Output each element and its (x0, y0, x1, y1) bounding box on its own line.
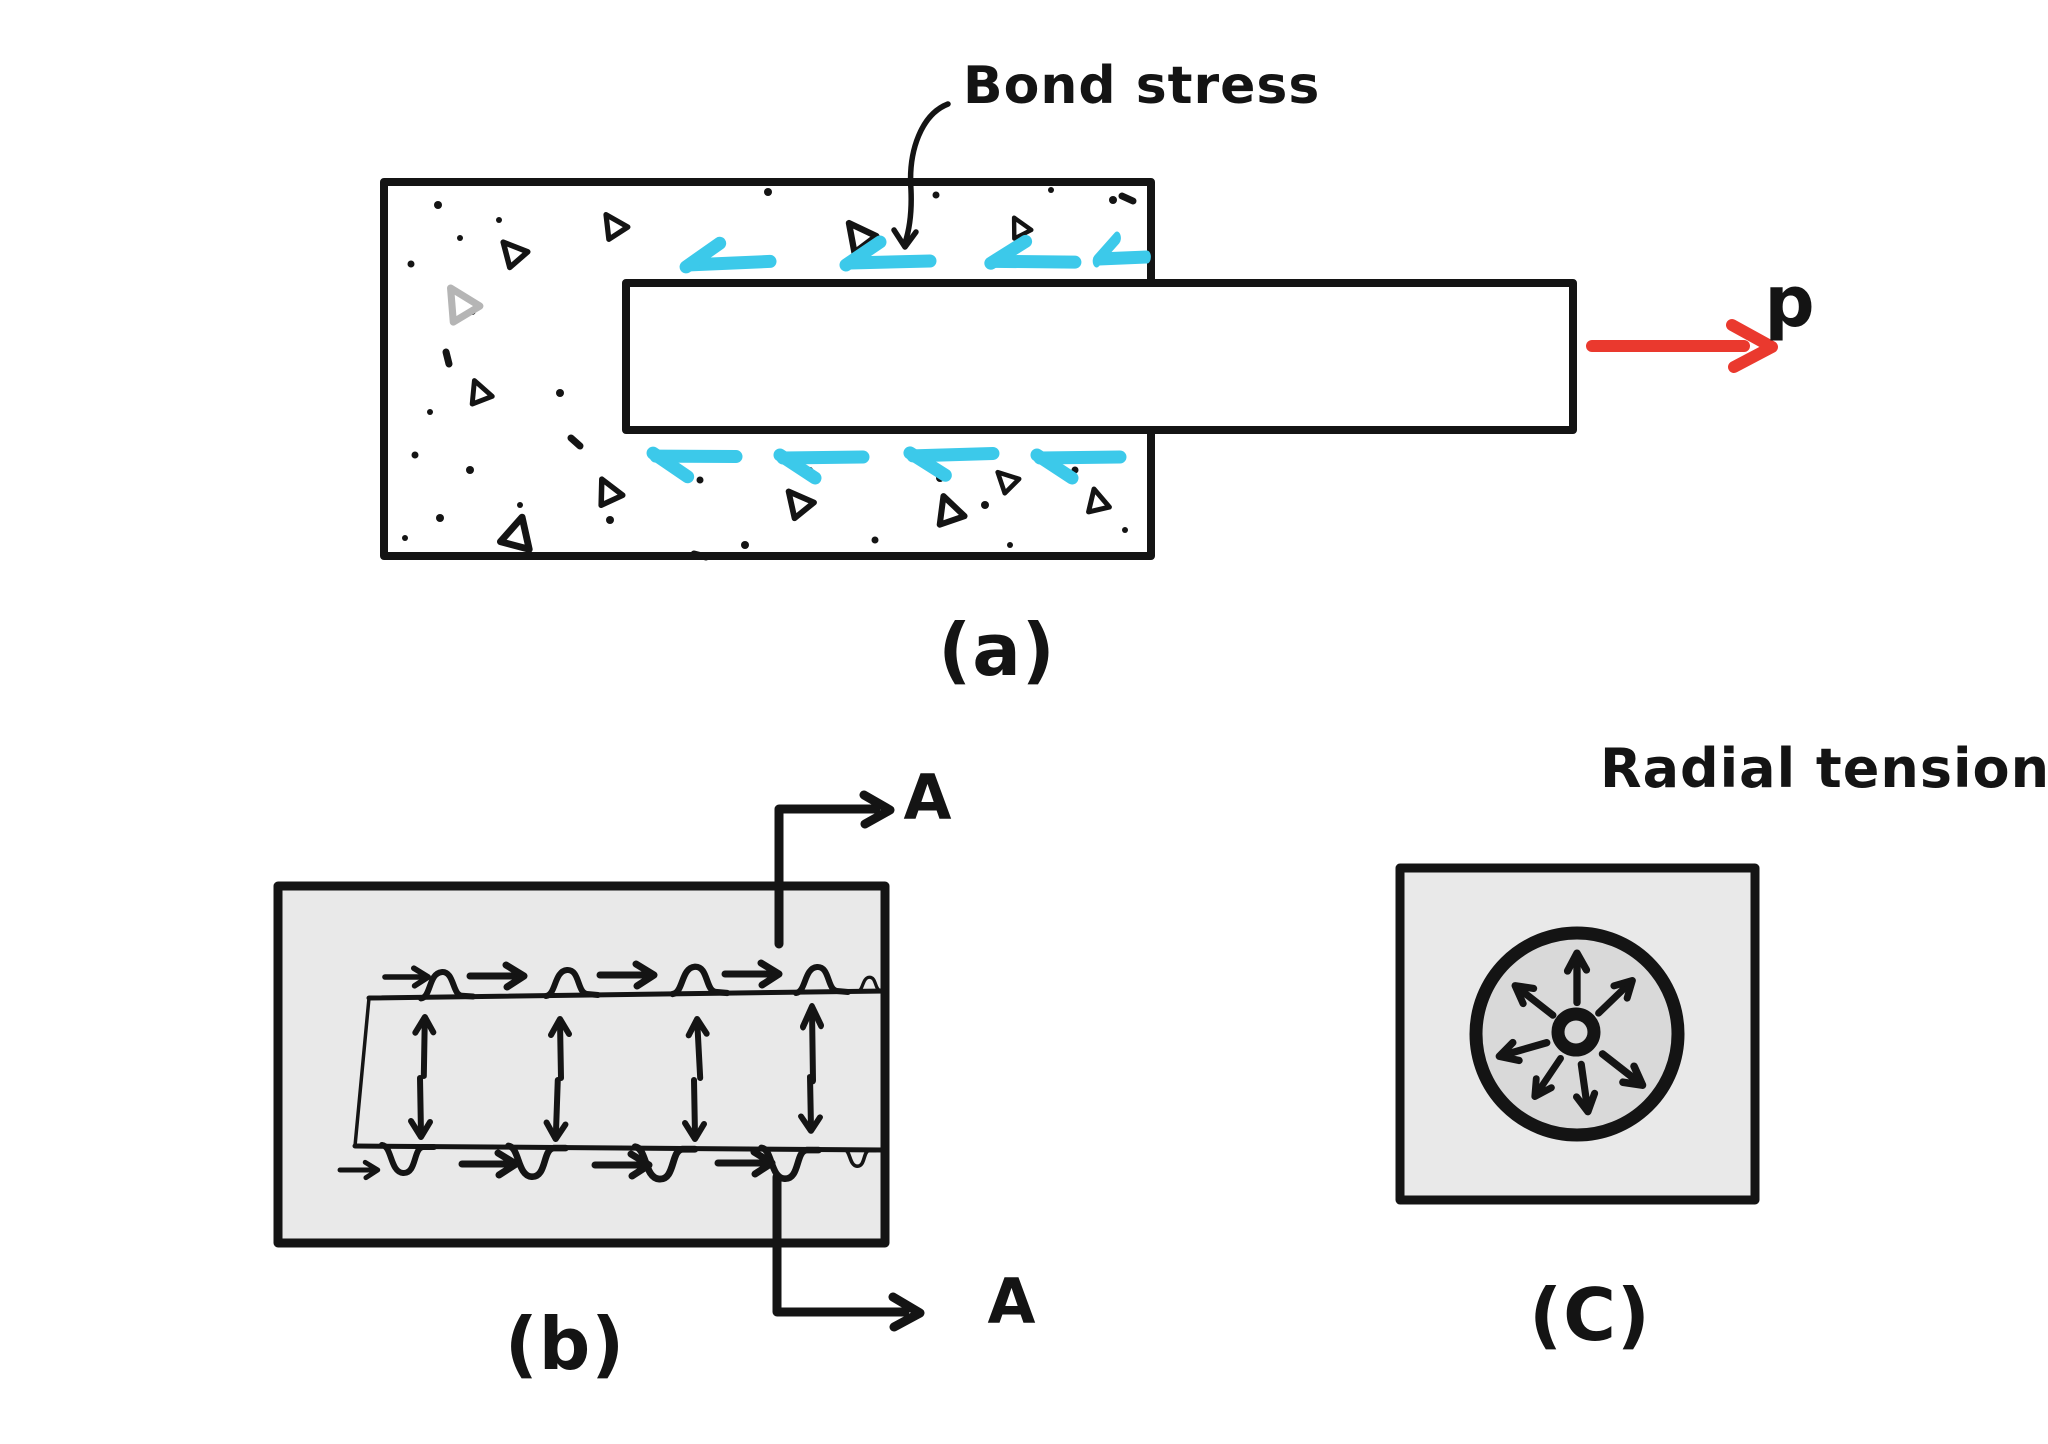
section-label-bottom: A (987, 1265, 1037, 1338)
aggregate-dots (402, 187, 1128, 549)
part-b-section-diagram (273, 790, 925, 1332)
radial-tension-label: Radial tension (1600, 737, 2048, 800)
pull-force-arrow (1586, 319, 1778, 373)
force-label-p: p (1764, 261, 1816, 343)
reinforcing-bar (622, 279, 1577, 434)
caption-a: (a) (938, 608, 1056, 692)
concrete-section (273, 881, 890, 1248)
bond-stress-leader-arrow (891, 101, 951, 250)
part-c-cross-section-diagram (1395, 863, 1760, 1205)
caption-b: (b) (504, 1302, 626, 1386)
concrete-face (1395, 863, 1760, 1205)
bond-stress-label: Bond stress (963, 56, 1321, 116)
section-label-top: A (903, 761, 953, 834)
section-marker-bottom (772, 1172, 925, 1332)
aggregate-dashes (442, 192, 1137, 561)
bar-center (1551, 1007, 1601, 1057)
caption-c: (C) (1529, 1273, 1651, 1357)
section-marker-top (774, 790, 895, 949)
part-a-pullout-diagram (380, 101, 1778, 561)
